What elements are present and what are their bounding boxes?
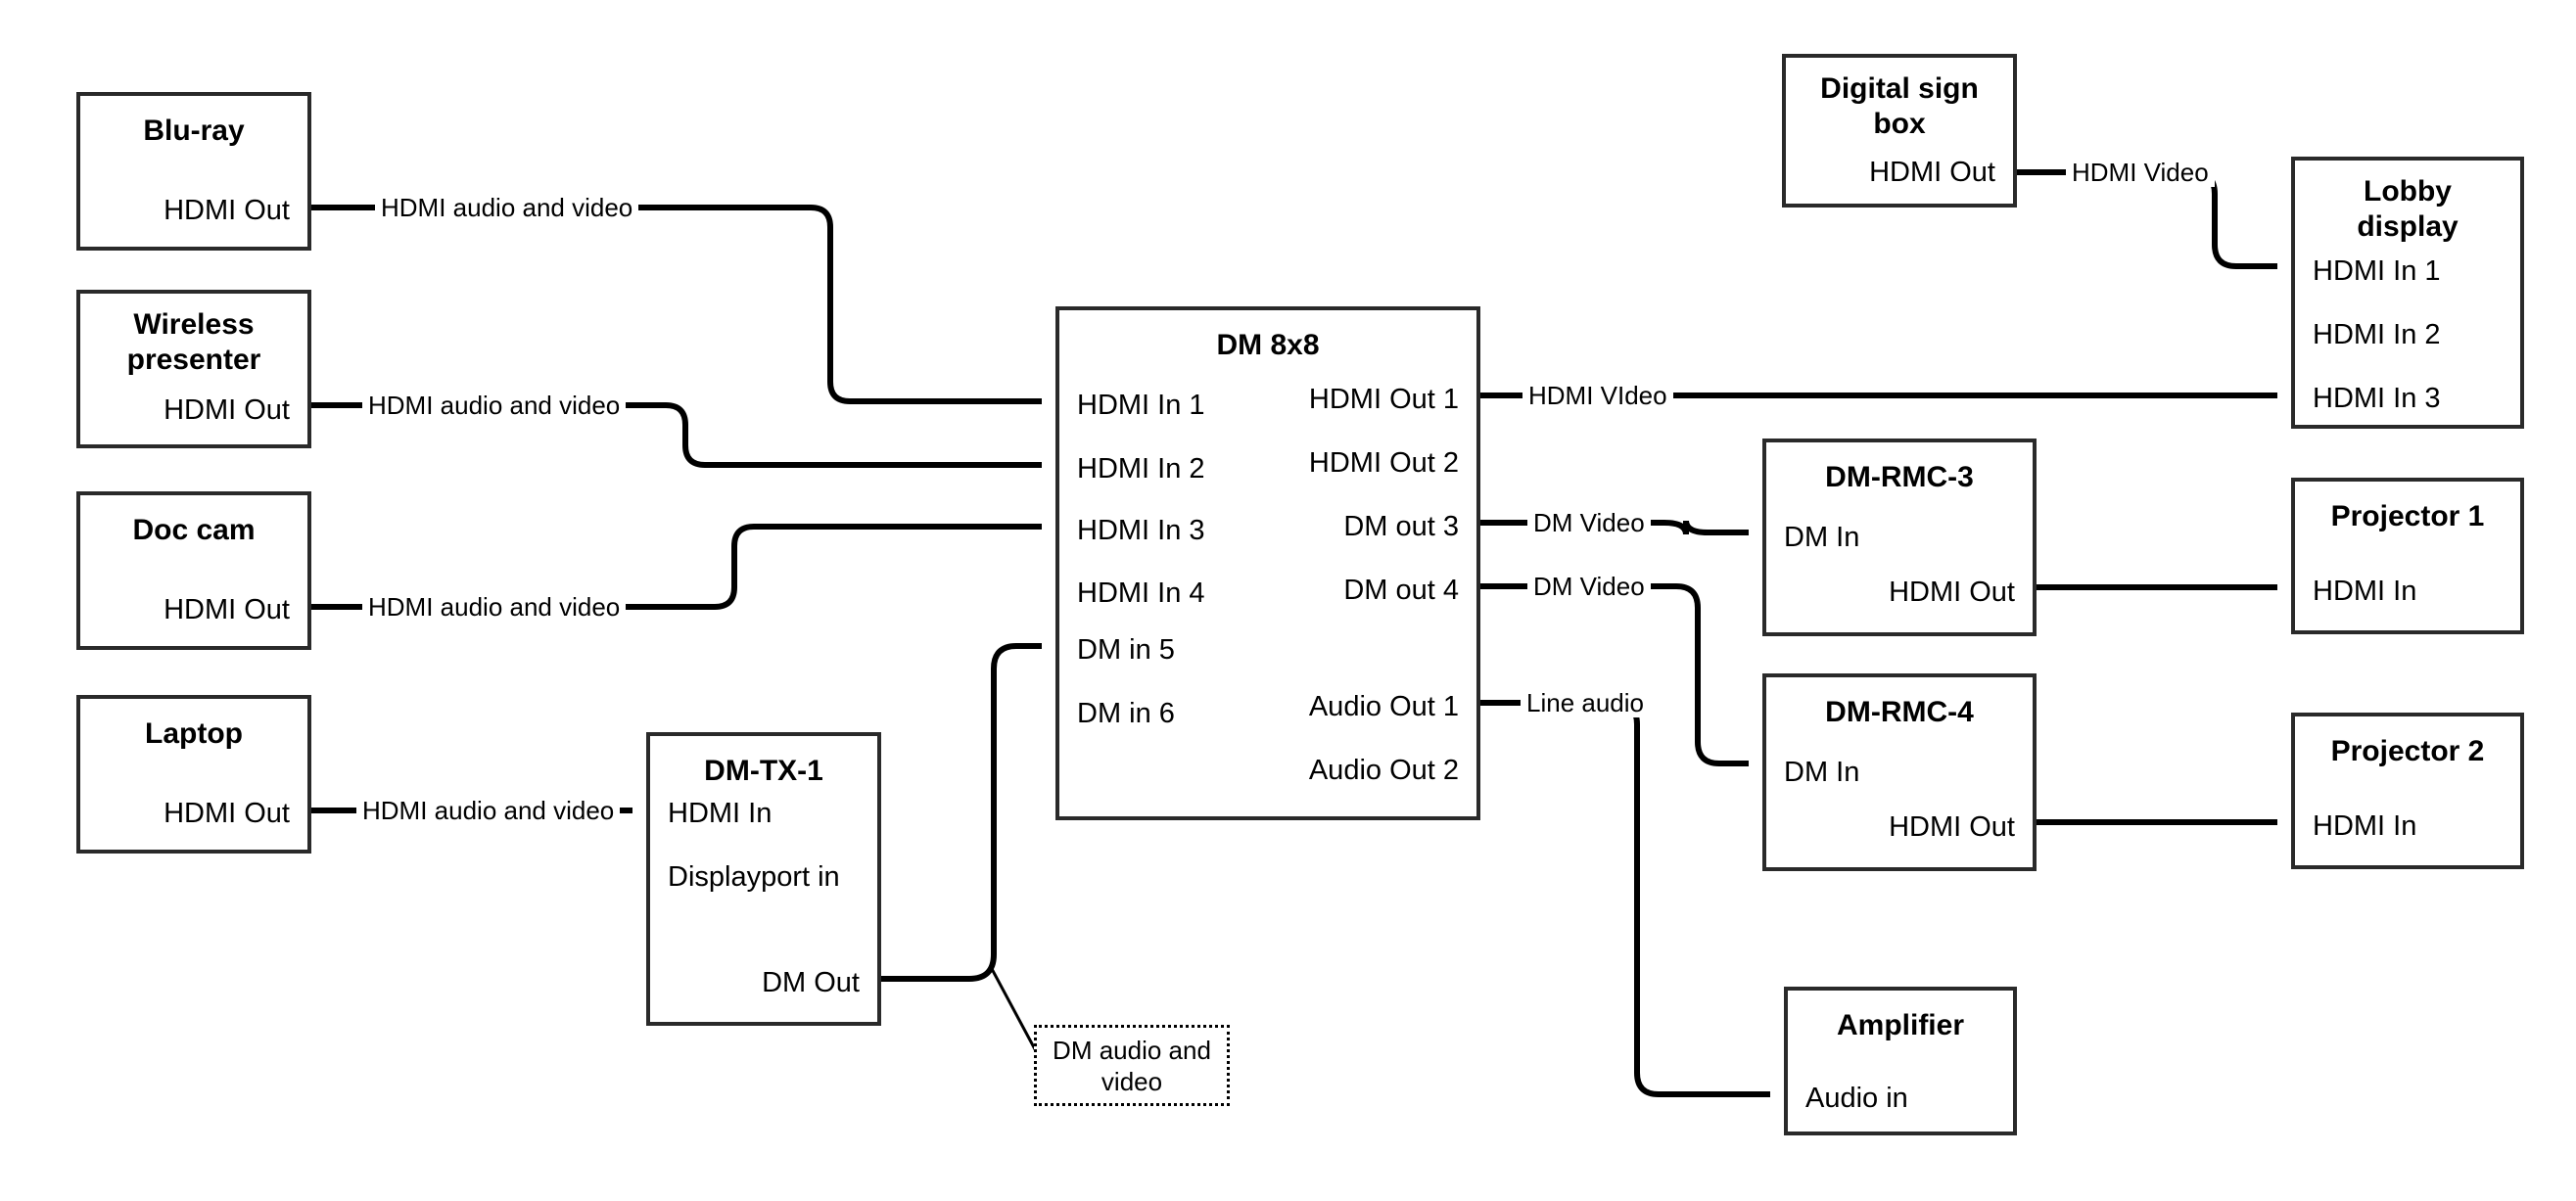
node-bluray[interactable]: Blu-ray HDMI Out	[76, 92, 311, 251]
link-label-line-audio: Line audio	[1521, 688, 1650, 717]
node-dm-8x8-title: DM 8x8	[1216, 329, 1320, 361]
node-projector-1-title: Projector 1	[2330, 500, 2485, 532]
port-bluray-hdmi-out[interactable]: HDMI Out	[164, 195, 290, 226]
callout-leader-line	[989, 966, 1044, 1063]
port-dmtx1-hdmi-in[interactable]: HDMI In	[668, 798, 773, 829]
port-dm8x8-dm-out-4[interactable]: DM out 4	[1343, 575, 1459, 606]
port-projector1-hdmi-in[interactable]: HDMI In	[2313, 576, 2417, 607]
port-dm8x8-audio-out-2[interactable]: Audio Out 2	[1308, 755, 1459, 786]
link-label-laptop: HDMI audio and video	[356, 796, 621, 825]
node-laptop[interactable]: Laptop HDMI Out	[76, 695, 311, 854]
link-label-doccam: HDMI audio and video	[362, 592, 627, 622]
node-doc-cam[interactable]: Doc cam HDMI Out	[76, 491, 311, 650]
node-amplifier[interactable]: Amplifier Audio in	[1784, 987, 2017, 1135]
node-dm-rmc-4-title: DM-RMC-4	[1825, 696, 1974, 728]
wire-dm8x8-dm-out-4-to-rmc4-dm-in	[1480, 583, 1749, 766]
node-dm-8x8[interactable]: DM 8x8 HDMI In 1 HDMI In 2 HDMI In 3 HDM…	[1055, 306, 1480, 820]
wire-doccam-to-dm8x8-hdmi-in-3	[311, 524, 1042, 610]
link-label-dm-video-4: DM Video	[1527, 572, 1651, 601]
port-doccam-hdmi-out[interactable]: HDMI Out	[164, 594, 290, 625]
port-dm8x8-hdmi-out-2[interactable]: HDMI Out 2	[1308, 447, 1459, 479]
port-dm8x8-hdmi-in-2[interactable]: HDMI In 2	[1077, 453, 1205, 485]
node-dm-tx-1-title: DM-TX-1	[704, 755, 823, 787]
node-wireless-presenter-title: Wireless presenter	[126, 308, 261, 376]
wire-dmtx1-to-dm8x8-dm-in-5	[881, 643, 1042, 982]
port-rmc4-dm-in[interactable]: DM In	[1784, 757, 1860, 788]
port-rmc3-hdmi-out[interactable]: HDMI Out	[1889, 577, 2015, 608]
node-digital-sign-box[interactable]: Digital sign box HDMI Out	[1782, 54, 2017, 208]
wire-wireless-to-dm8x8-hdmi-in-2	[311, 402, 1042, 468]
port-dmtx1-displayport-in[interactable]: Displayport in	[668, 861, 840, 893]
link-label-bluray: HDMI audio and video	[375, 193, 639, 222]
node-dm-rmc-3-title: DM-RMC-3	[1825, 461, 1974, 493]
port-dm8x8-dm-in-5[interactable]: DM in 5	[1077, 634, 1175, 666]
node-dm-tx-1[interactable]: DM-TX-1 HDMI In Displayport in DM Out	[646, 732, 881, 1026]
wire-bluray-to-dm8x8-hdmi-in-1	[311, 205, 1042, 404]
link-label-wireless: HDMI audio and video	[362, 391, 627, 420]
port-dm8x8-hdmi-in-1[interactable]: HDMI In 1	[1077, 390, 1205, 421]
port-projector2-hdmi-in[interactable]: HDMI In	[2313, 810, 2417, 842]
port-dm8x8-hdmi-in-3[interactable]: HDMI In 3	[1077, 515, 1205, 546]
port-dm8x8-audio-out-1[interactable]: Audio Out 1	[1308, 691, 1459, 722]
port-dm8x8-dm-in-6[interactable]: DM in 6	[1077, 698, 1175, 729]
node-digital-sign-box-title: Digital sign box	[1820, 72, 1979, 140]
callout-dm-audio-and-video: DM audio and video	[1034, 1025, 1230, 1106]
port-wireless-hdmi-out[interactable]: HDMI Out	[164, 394, 290, 426]
wire-dm8x8-dm-out-3-to-rmc3-dm-in	[1480, 520, 1749, 535]
port-digitalsign-hdmi-out[interactable]: HDMI Out	[1869, 157, 1995, 188]
node-projector-1[interactable]: Projector 1 HDMI In	[2291, 478, 2524, 634]
node-laptop-title: Laptop	[145, 717, 243, 750]
node-lobby-display-title: Lobby display	[2357, 175, 2459, 243]
port-lobby-hdmi-in-3[interactable]: HDMI In 3	[2313, 383, 2441, 414]
node-projector-2-title: Projector 2	[2330, 735, 2485, 767]
port-dm8x8-hdmi-in-4[interactable]: HDMI In 4	[1077, 577, 1205, 609]
node-doc-cam-title: Doc cam	[132, 514, 256, 546]
port-laptop-hdmi-out[interactable]: HDMI Out	[164, 798, 290, 829]
node-dm-rmc-4[interactable]: DM-RMC-4 DM In HDMI Out	[1762, 673, 2037, 871]
port-rmc3-dm-in[interactable]: DM In	[1784, 522, 1860, 553]
port-amplifier-audio-in[interactable]: Audio in	[1805, 1083, 1908, 1114]
node-projector-2[interactable]: Projector 2 HDMI In	[2291, 713, 2524, 869]
port-lobby-hdmi-in-2[interactable]: HDMI In 2	[2313, 319, 2441, 350]
link-label-hdmi-video-out1: HDMI VIdeo	[1522, 381, 1673, 410]
port-dm8x8-dm-out-3[interactable]: DM out 3	[1343, 511, 1459, 542]
port-lobby-hdmi-in-1[interactable]: HDMI In 1	[2313, 255, 2441, 287]
link-label-hdmi-video-sign: HDMI Video	[2066, 158, 2215, 187]
link-label-dm-video-3: DM Video	[1527, 508, 1651, 537]
port-rmc4-hdmi-out[interactable]: HDMI Out	[1889, 811, 2015, 843]
node-amplifier-title: Amplifier	[1836, 1009, 1965, 1041]
node-dm-rmc-3[interactable]: DM-RMC-3 DM In HDMI Out	[1762, 439, 2037, 636]
node-lobby-display[interactable]: Lobby display HDMI In 1 HDMI In 2 HDMI I…	[2291, 157, 2524, 429]
node-wireless-presenter[interactable]: Wireless presenter HDMI Out	[76, 290, 311, 448]
port-dmtx1-dm-out[interactable]: DM Out	[762, 967, 860, 998]
port-dm8x8-hdmi-out-1[interactable]: HDMI Out 1	[1308, 384, 1459, 415]
node-bluray-title: Blu-ray	[143, 115, 245, 147]
